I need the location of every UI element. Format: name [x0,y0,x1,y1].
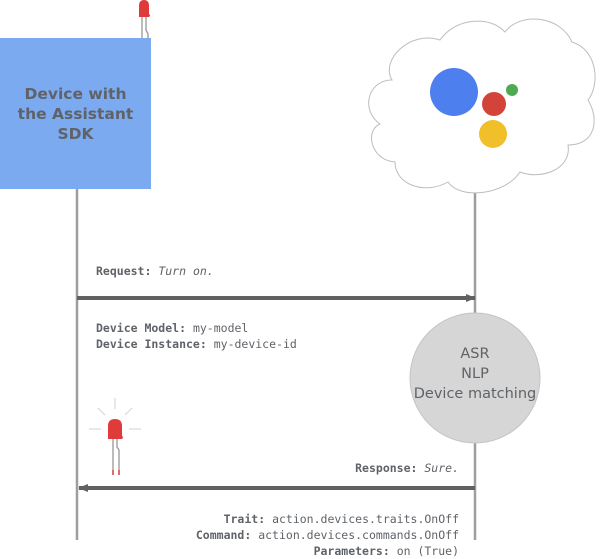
detail-value: on (True) [396,544,459,558]
processing-circle [409,312,541,444]
detail-value: my-model [192,321,249,335]
response-message: Response: Sure. [355,460,459,476]
response-key: Response: [355,461,418,475]
response-detail-trait: Trait: action.devices.traits.OnOff [224,511,459,527]
google-assistant-logo-icon [430,68,518,148]
detail-value: action.devices.commands.OnOff [258,528,459,542]
detail-key: Device Instance: [96,337,207,351]
response-value: Sure. [424,461,459,475]
device-participant-label: Device with the Assistant SDK [17,84,134,143]
detail-key: Device Model: [96,321,187,335]
cloud-icon [368,18,596,194]
device-participant-box: Device with the Assistant SDK [0,38,151,189]
detail-key: Parameters: [313,544,390,558]
processing-label: ASR NLP Device matching [413,346,537,402]
request-detail-model: Device Model: my-model [96,320,248,336]
led-on-icon [89,398,141,475]
detail-key: Command: [195,528,252,542]
detail-key: Trait: [223,512,266,526]
detail-value: my-device-id [213,337,297,351]
request-key: Request: [96,264,152,278]
request-detail-instance: Device Instance: my-device-id [96,336,297,352]
detail-value: action.devices.traits.OnOff [272,512,459,526]
request-value: Turn on. [158,264,214,278]
response-detail-command: Command: action.devices.commands.OnOff [196,527,459,543]
response-detail-parameters: Parameters: on (True) [314,543,459,559]
request-message: Request: Turn on. [96,263,214,279]
